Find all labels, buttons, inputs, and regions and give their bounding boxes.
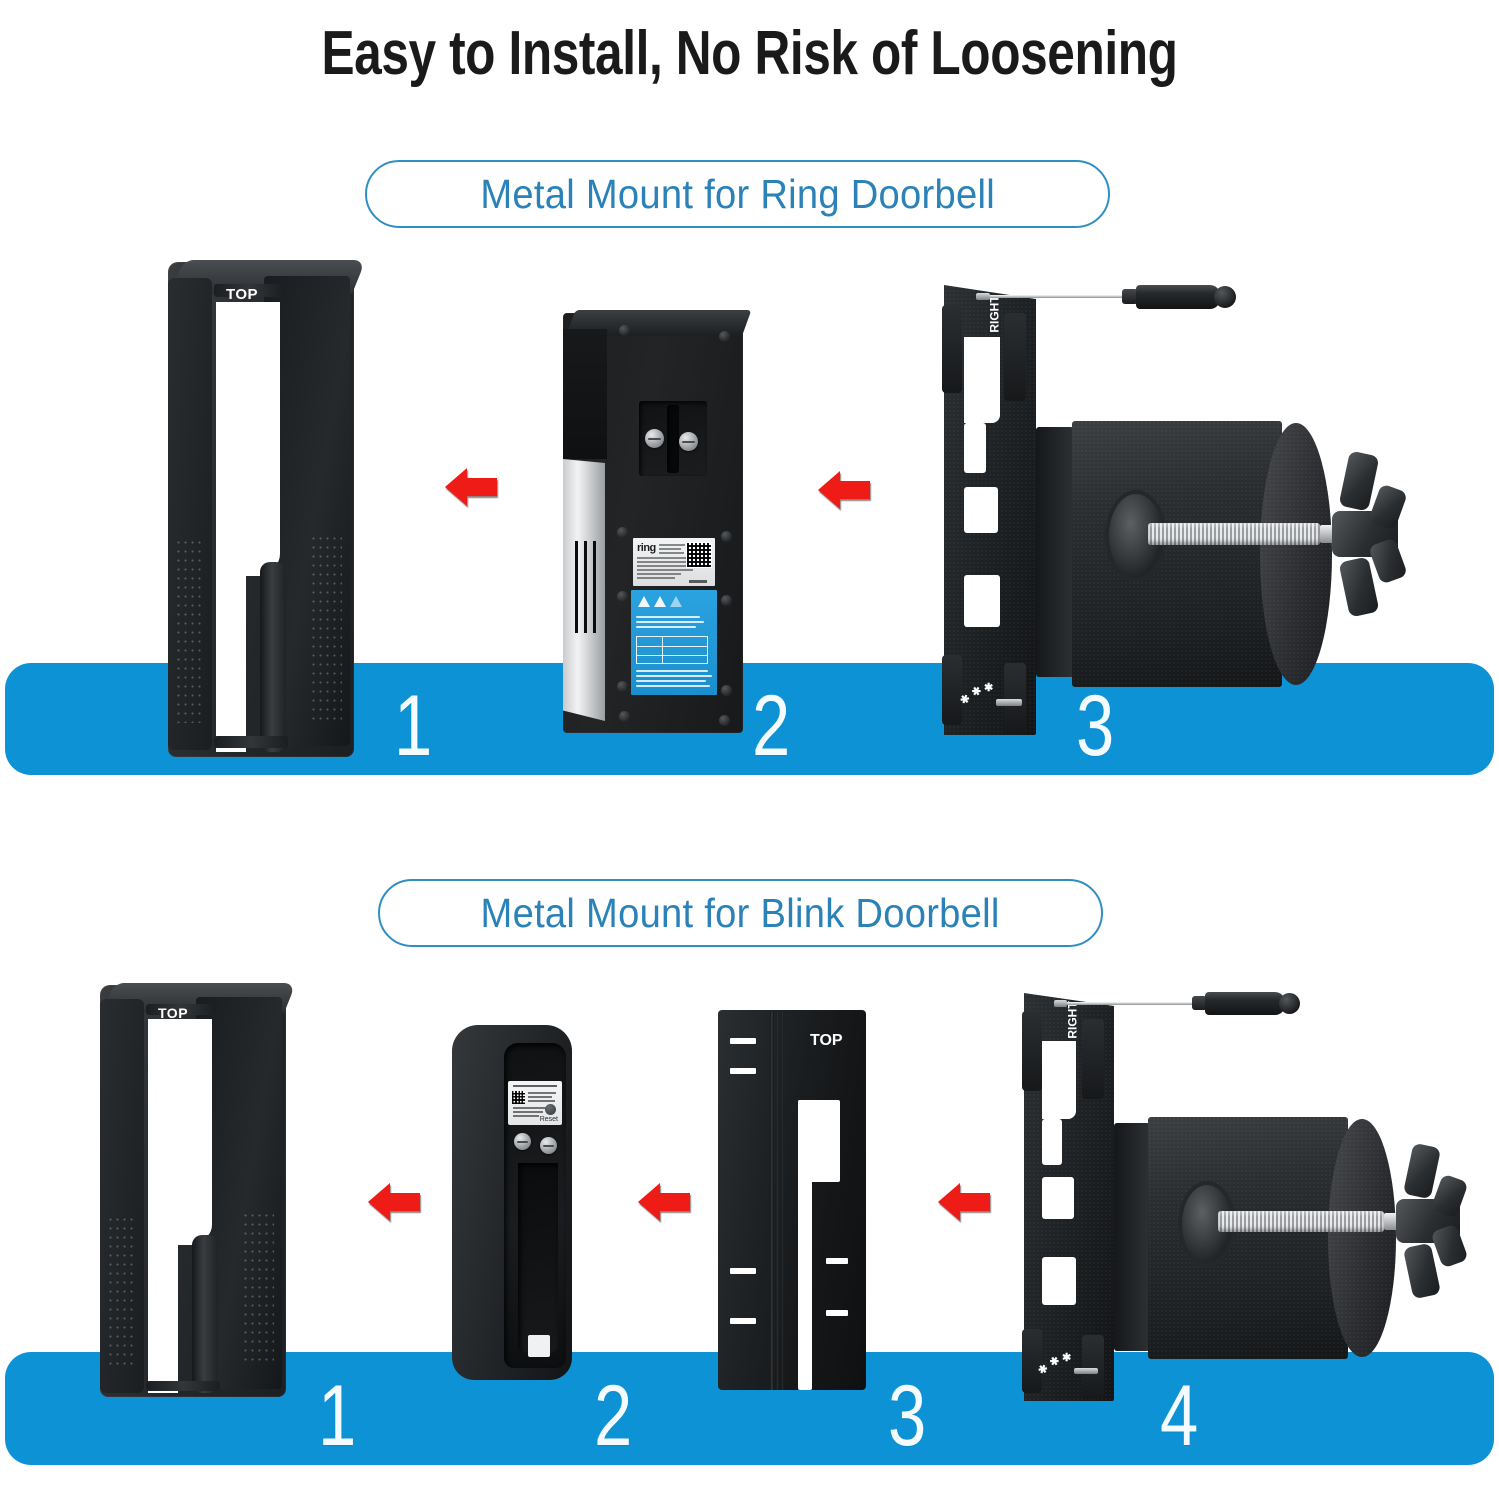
backplate-top-label: TOP	[810, 1032, 843, 1049]
art-ring-step1-bracket: TOP	[168, 260, 366, 757]
step-number-1: 1	[318, 1368, 357, 1464]
bracket-top-label: TOP	[158, 1005, 189, 1021]
step-number-2: 2	[594, 1368, 633, 1464]
section-badge-blink: Metal Mount for Blink Doorbell	[378, 879, 1103, 947]
arrow-left-icon	[818, 468, 870, 512]
screwdriver-icon	[1054, 989, 1324, 1023]
step-number-3: 3	[1076, 678, 1115, 774]
arrow-left-icon	[368, 1180, 420, 1224]
arrow-left-icon	[638, 1180, 690, 1224]
page-title: Easy to Install, No Risk of Loosening	[321, 19, 1178, 88]
arrow-left-icon	[445, 465, 497, 509]
art-blink-step2-doorbell: Reset	[452, 1025, 572, 1380]
blink-reset-label: Reset	[539, 1116, 558, 1123]
screwdriver-icon	[976, 281, 1256, 317]
ring-brand-text: ring	[637, 542, 656, 554]
bracket-top-label: TOP	[226, 286, 259, 303]
section-badge-blink-label: Metal Mount for Blink Doorbell	[480, 889, 1001, 936]
step-number-3: 3	[888, 1368, 927, 1464]
section-badge-ring-label: Metal Mount for Ring Doorbell	[480, 170, 995, 217]
step-number-4: 4	[1160, 1368, 1199, 1464]
step-number-1: 1	[394, 678, 433, 774]
art-blink-step1-bracket: TOP	[100, 983, 297, 1397]
ring-warning-label	[631, 590, 717, 695]
fastener-detail: ✱ ✱ ✱	[958, 682, 1024, 719]
art-ring-step3-clamp: RIGHT ✱ ✱ ✱	[930, 275, 1408, 740]
step-number-2: 2	[752, 678, 791, 774]
art-ring-step2-doorbell: ring	[563, 310, 752, 733]
art-blink-step4-clamp: RIGHT ✱ ✱ ✱	[1010, 985, 1480, 1405]
blink-device-label: Reset	[508, 1081, 562, 1125]
ring-device-label: ring	[633, 538, 715, 586]
thumb-knob	[1392, 1142, 1469, 1300]
thumb-knob	[1328, 450, 1408, 618]
section-badge-ring: Metal Mount for Ring Doorbell	[365, 160, 1110, 228]
art-blink-step3-backplate: TOP	[718, 1010, 866, 1390]
arrow-left-icon	[938, 1180, 990, 1224]
fastener-detail: ✱ ✱ ✱	[1036, 1352, 1102, 1387]
